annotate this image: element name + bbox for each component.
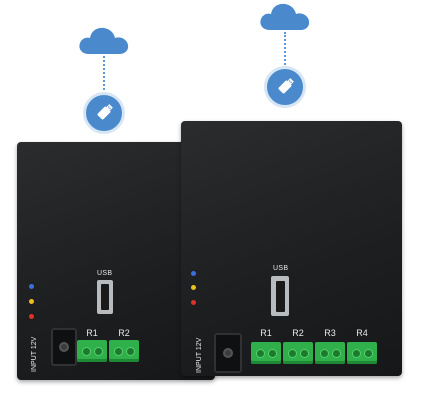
- usb-drive-icon-right: [264, 66, 306, 108]
- connection-line-left: [103, 56, 105, 94]
- led-yellow: [191, 285, 196, 290]
- relay-label-r4: R4: [356, 328, 368, 338]
- led-yellow: [29, 299, 34, 304]
- relay-terminal-r1[interactable]: [251, 342, 281, 364]
- led-blue: [191, 271, 196, 276]
- usb-label: USB: [97, 270, 113, 277]
- relay-controller-4ch: USB INPUT 12V R1 R2 R3 R4: [181, 121, 402, 376]
- connection-line-right: [284, 32, 286, 68]
- cloud-icon-right: [258, 0, 312, 32]
- usb-drive-icon-left: [83, 92, 125, 134]
- power-jack[interactable]: [51, 328, 77, 366]
- input-12v-label: INPUT 12V: [196, 337, 203, 373]
- led-red: [29, 314, 34, 319]
- led-blue: [29, 284, 34, 289]
- cloud-icon-left: [77, 24, 131, 56]
- relay-label-r1: R1: [260, 328, 272, 338]
- relay-terminal-r3[interactable]: [315, 342, 345, 364]
- relay-label-r1: R1: [86, 328, 98, 338]
- relay-label-r2: R2: [292, 328, 304, 338]
- usb-port[interactable]: [97, 280, 113, 314]
- input-12v-label: INPUT 12V: [31, 336, 38, 372]
- usb-label: USB: [273, 265, 289, 272]
- relay-label-r2: R2: [118, 328, 130, 338]
- led-red: [191, 300, 196, 305]
- power-jack[interactable]: [214, 333, 242, 373]
- relay-terminal-r4[interactable]: [347, 342, 377, 364]
- relay-terminal-r2[interactable]: [283, 342, 313, 364]
- relay-terminal-r2[interactable]: [109, 340, 139, 362]
- relay-terminal-r1[interactable]: [77, 340, 107, 362]
- relay-label-r3: R3: [324, 328, 336, 338]
- usb-port[interactable]: [271, 276, 289, 316]
